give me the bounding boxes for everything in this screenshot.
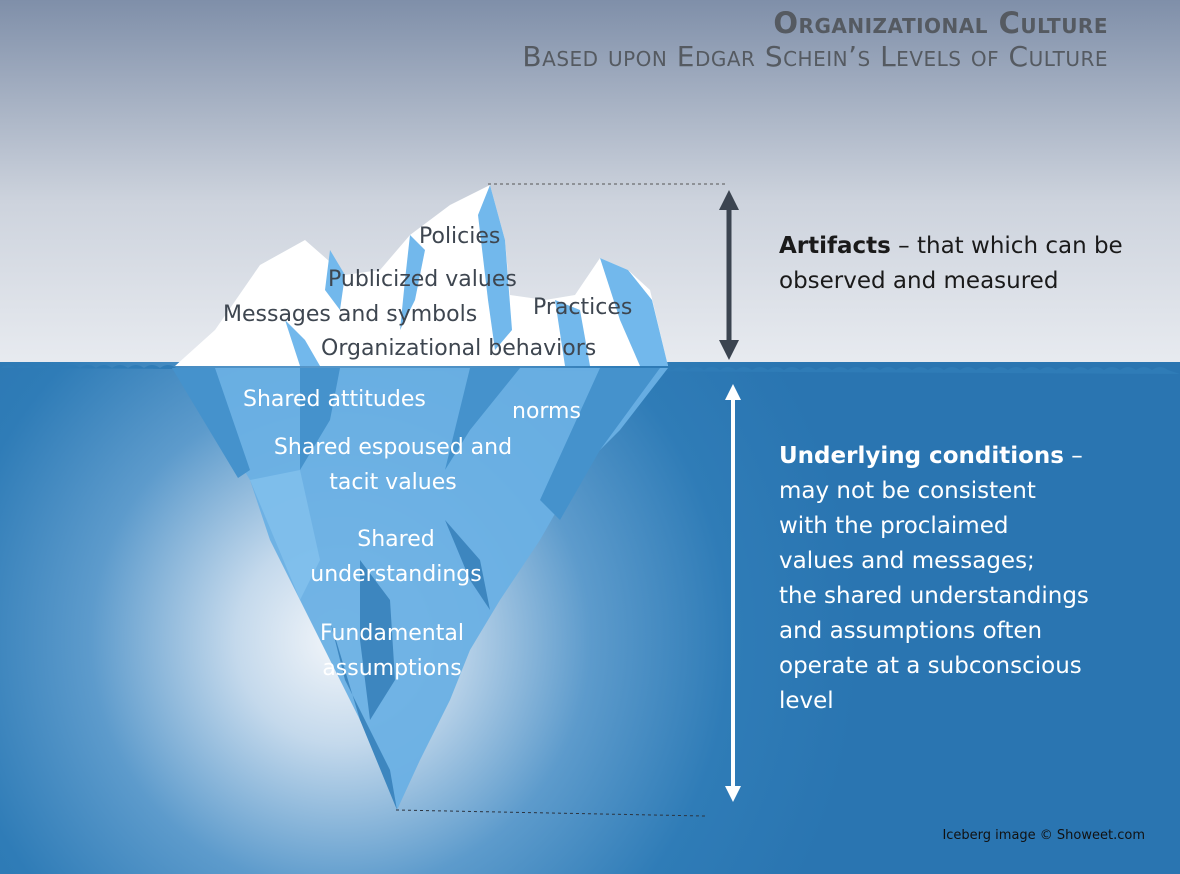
label-shared-understandings-line2: understandings [310, 562, 482, 587]
label-shared-attitudes: Shared attitudes [243, 387, 426, 412]
artifacts-description: Artifacts – that which can be observed a… [779, 229, 1123, 299]
underlying-line: the shared understandings [779, 583, 1089, 609]
label-policies: Policies [419, 224, 501, 249]
waterline-waves [0, 365, 1180, 374]
underlying-line: with the proclaimed [779, 513, 1009, 539]
label-shared-espoused: Shared espoused and tacit values [263, 430, 523, 500]
underlying-line-heading: Underlying conditions – [779, 439, 1089, 474]
page-subtitle: Based upon Edgar Schein’s Levels of Cult… [522, 40, 1108, 73]
artifacts-line2: observed and measured [779, 268, 1059, 294]
label-shared-espoused-line1: Shared espoused and [273, 435, 513, 460]
underlying-line: values and messages; [779, 548, 1035, 574]
underlying-dash: – [1063, 443, 1083, 469]
artifacts-line1: Artifacts – that which can be [779, 229, 1123, 264]
label-practices: Practices [533, 295, 633, 320]
label-fundamental-assumptions-line1: Fundamental [320, 621, 464, 646]
label-shared-understandings-line1: Shared [357, 527, 435, 552]
underlying-line: and assumptions often [779, 618, 1043, 644]
underlying-line: may not be consistent [779, 478, 1036, 504]
label-organizational-behaviors: Organizational behaviors [321, 336, 597, 361]
artifacts-heading: Artifacts [779, 233, 891, 259]
label-publicized-values: Publicized values [328, 267, 517, 292]
artifacts-line1-rest: – that which can be [890, 233, 1123, 259]
underlying-line: operate at a subconscious [779, 653, 1082, 679]
underlying-heading: Underlying conditions [779, 443, 1064, 469]
iceberg-above-water [175, 185, 668, 366]
label-norms: norms [512, 399, 581, 424]
label-shared-espoused-line2: tacit values [329, 470, 457, 495]
underlying-description: Underlying conditions – may not be consi… [779, 439, 1089, 719]
label-messages-symbols: Messages and symbols [223, 302, 478, 327]
label-fundamental-assumptions: Fundamental assumptions [306, 616, 478, 686]
iceberg-underwater [172, 368, 668, 810]
image-credit: Iceberg image © Showeet.com [942, 828, 1145, 843]
page-title: Organizational Culture [773, 6, 1108, 40]
label-fundamental-assumptions-line2: assumptions [322, 656, 462, 681]
underlying-line: level [779, 688, 834, 714]
label-shared-understandings: Shared understandings [300, 522, 492, 592]
